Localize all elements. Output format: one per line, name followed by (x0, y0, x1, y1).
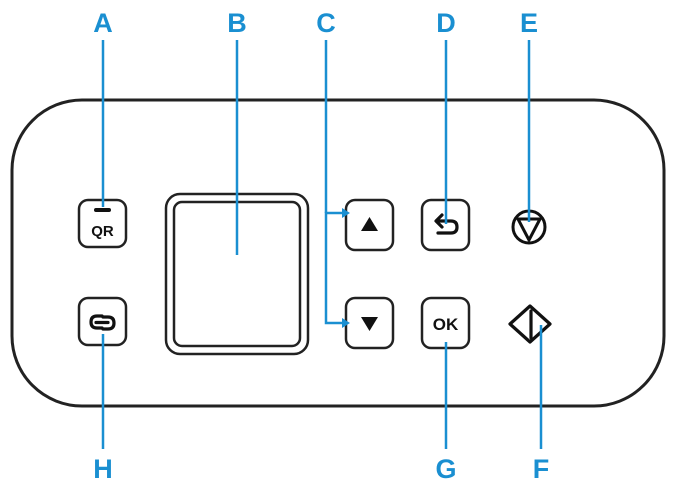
callout-label-h: H (93, 454, 113, 484)
down-button[interactable] (344, 296, 395, 350)
callout-lines (101, 40, 543, 449)
triangle-down-icon (361, 317, 378, 331)
callout-label-f: F (533, 454, 550, 484)
callout-label-b: B (227, 8, 247, 38)
up-button[interactable] (344, 198, 395, 252)
qr-icon: QR (91, 208, 114, 240)
ok-button[interactable]: OK (420, 296, 471, 350)
callout-label-g: G (435, 454, 456, 484)
qr-button[interactable]: QR (77, 198, 128, 249)
callout-label-e: E (520, 8, 538, 38)
callout-label-c: C (316, 8, 336, 38)
ok-button-label: OK (433, 315, 459, 334)
wireless-connect-button[interactable] (77, 296, 128, 347)
callout-label-d: D (436, 8, 456, 38)
qr-button-label: QR (91, 223, 114, 240)
callout-arrow-c-up (342, 208, 350, 218)
lcd-screen (164, 192, 310, 356)
wireless-connect-icon (89, 314, 116, 331)
control-panel (10, 98, 666, 408)
back-arrow-icon (434, 213, 459, 235)
callout-label-a: A (93, 8, 113, 38)
callout-arrow-c-down (342, 318, 350, 328)
callout-line-c (324, 211, 342, 325)
triangle-up-icon (361, 217, 378, 231)
